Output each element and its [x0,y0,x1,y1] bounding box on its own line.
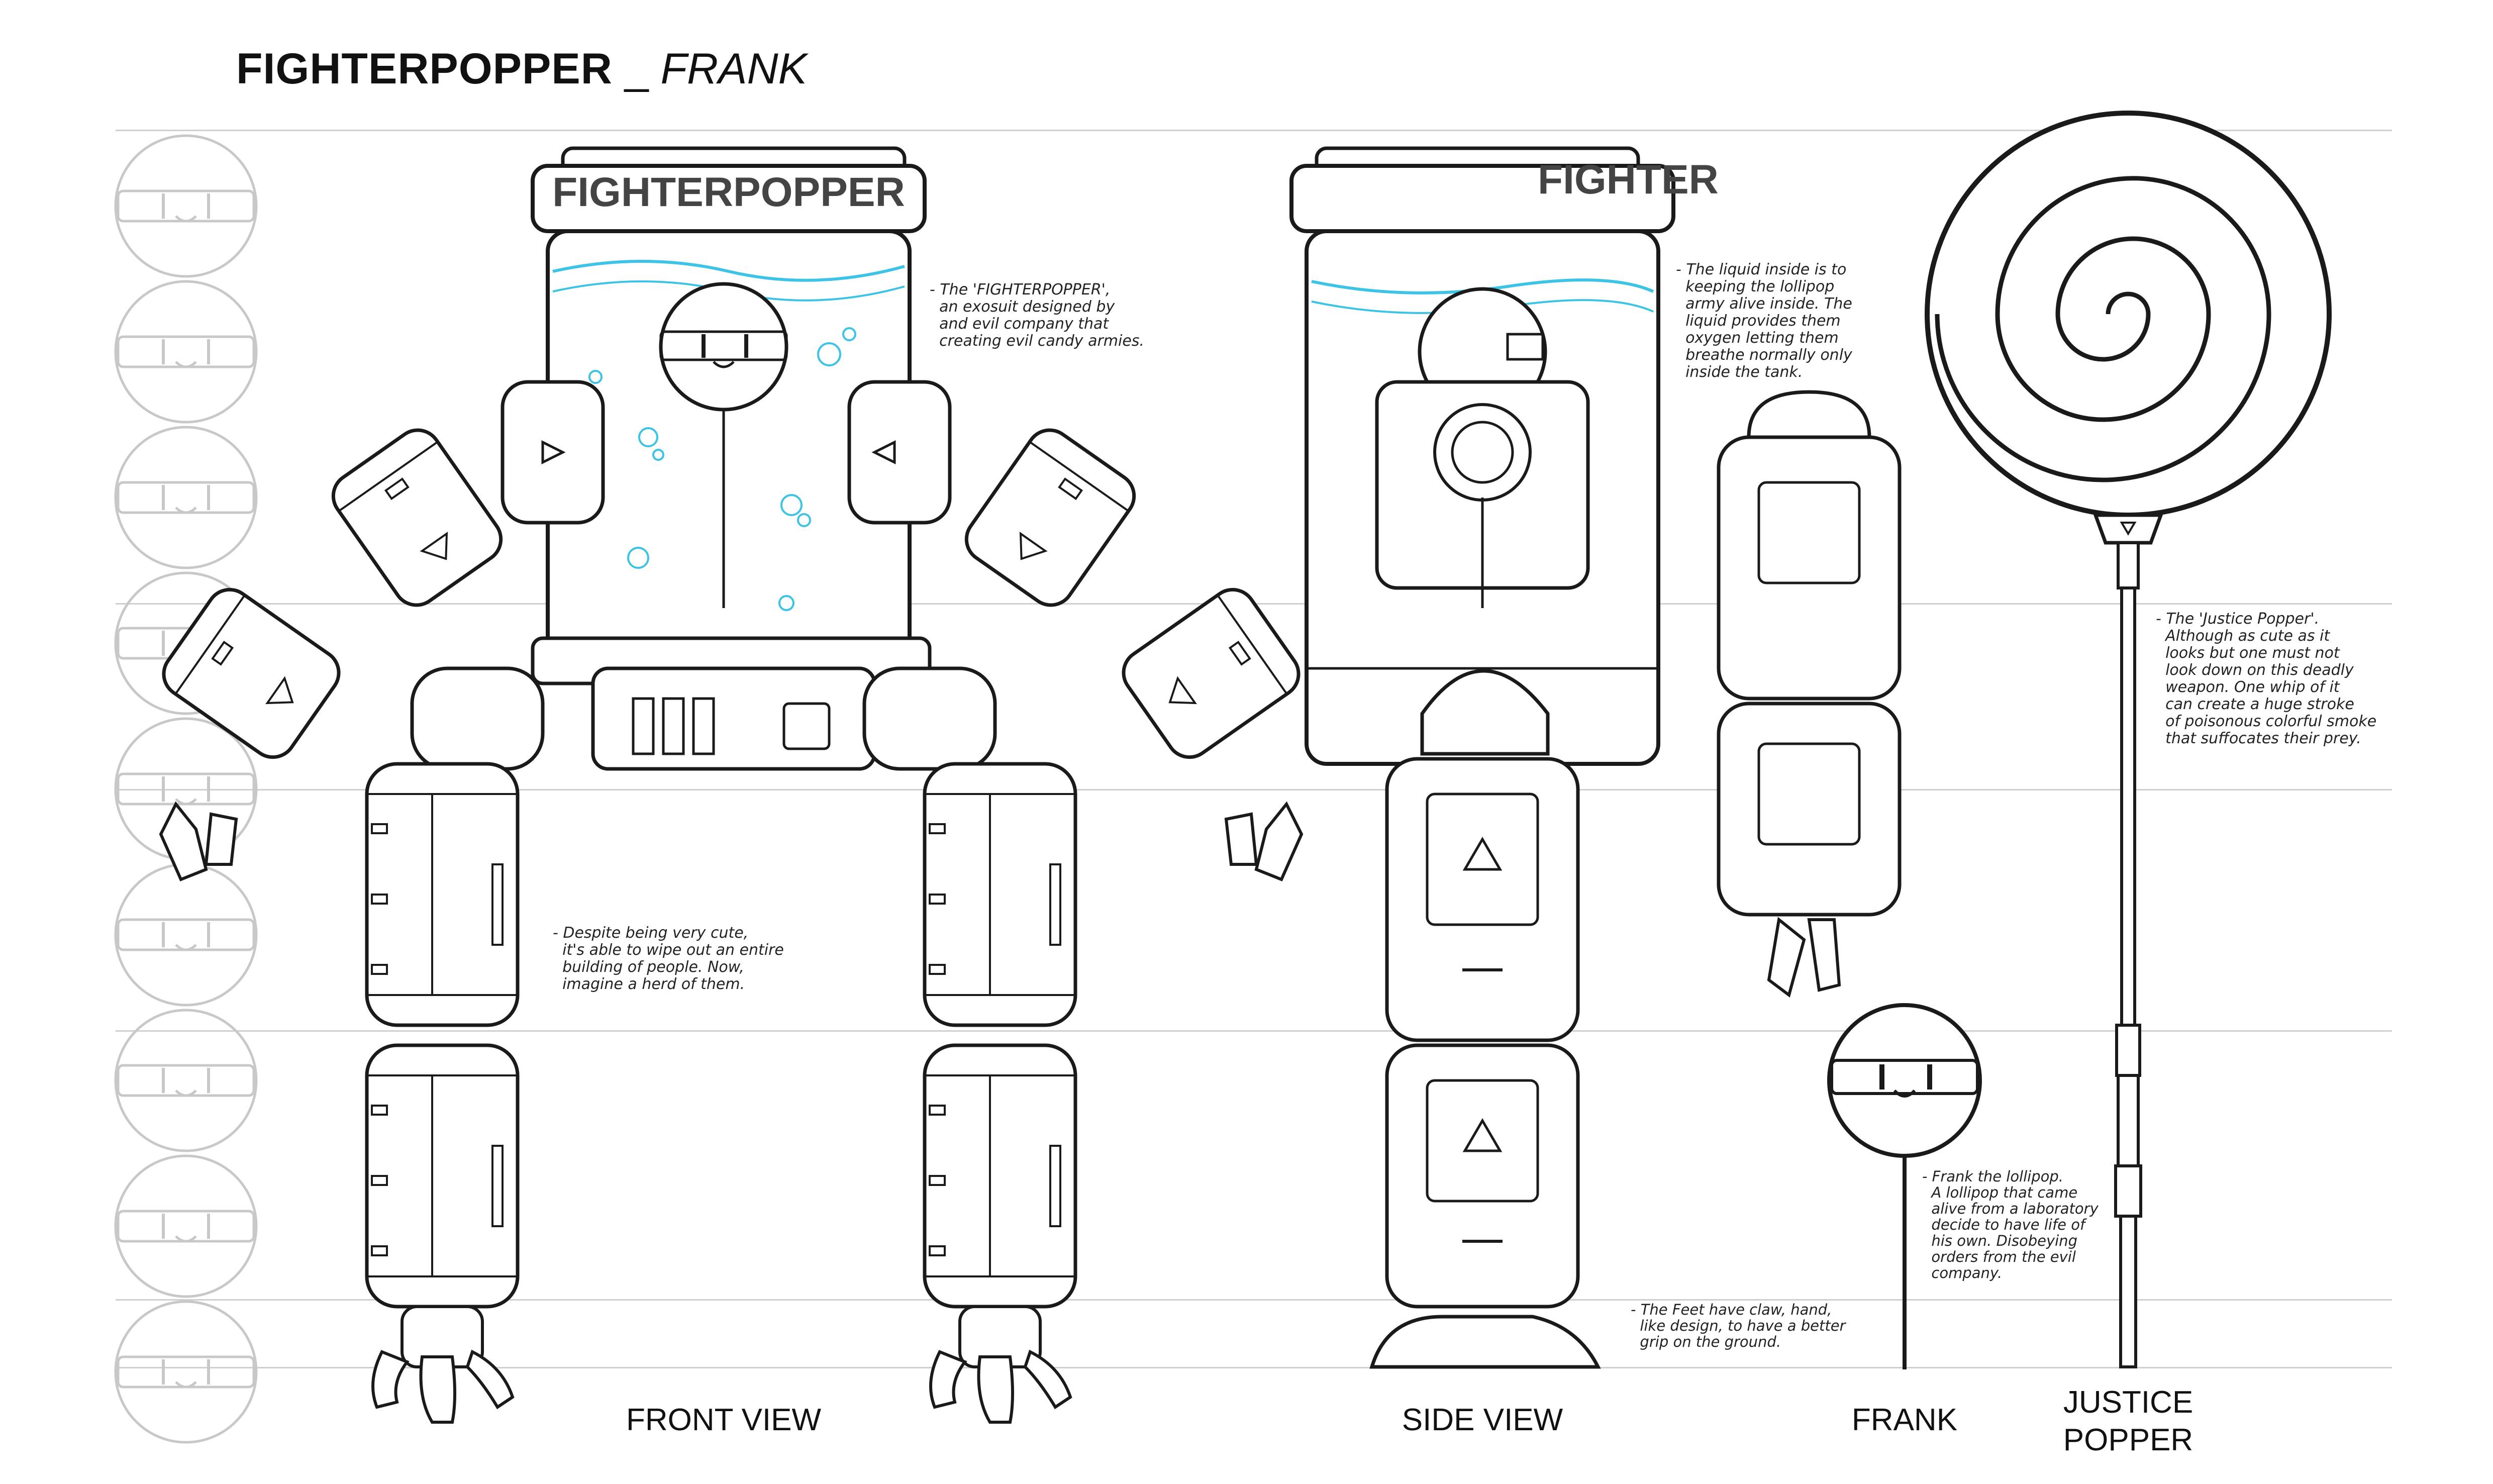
label-popper: POPPER [2063,1423,2193,1457]
note-frank: - Frank the lollipop. A lollipop that ca… [1922,1168,2099,1281]
label-frank: FRANK [1851,1403,1958,1437]
guide-line [116,130,2392,131]
guide-line [116,789,2392,790]
note-justice: - The 'Justice Popper'. Although as cute… [2156,610,2377,747]
title-subtitle: FRANK [660,45,807,93]
guide-line [116,1030,2392,1032]
label-front-view: FRONT VIEW [626,1403,822,1437]
note-exosuit: - The 'FIGHTERPOPPER', an exosuit design… [930,281,1144,350]
sheet-title: FIGHTERPOPPER _ FRANK [236,44,807,94]
guide-line [116,1299,2392,1301]
tank-label-side: FIGHTER [1538,157,1719,203]
title-main: FIGHTERPOPPER [236,45,613,93]
label-justice: JUSTICE [2063,1385,2193,1420]
tank-label-front: FIGHTERPOPPER [552,169,905,215]
guide-line [116,1367,2392,1368]
label-side-view: SIDE VIEW [1402,1403,1563,1437]
title-separator: _ [612,45,661,93]
note-cute: - Despite being very cute, it's able to … [553,924,784,993]
note-liquid: - The liquid inside is to keeping the lo… [1676,261,1852,381]
note-feet: - The Feet have claw, hand, like design,… [1631,1301,1846,1350]
